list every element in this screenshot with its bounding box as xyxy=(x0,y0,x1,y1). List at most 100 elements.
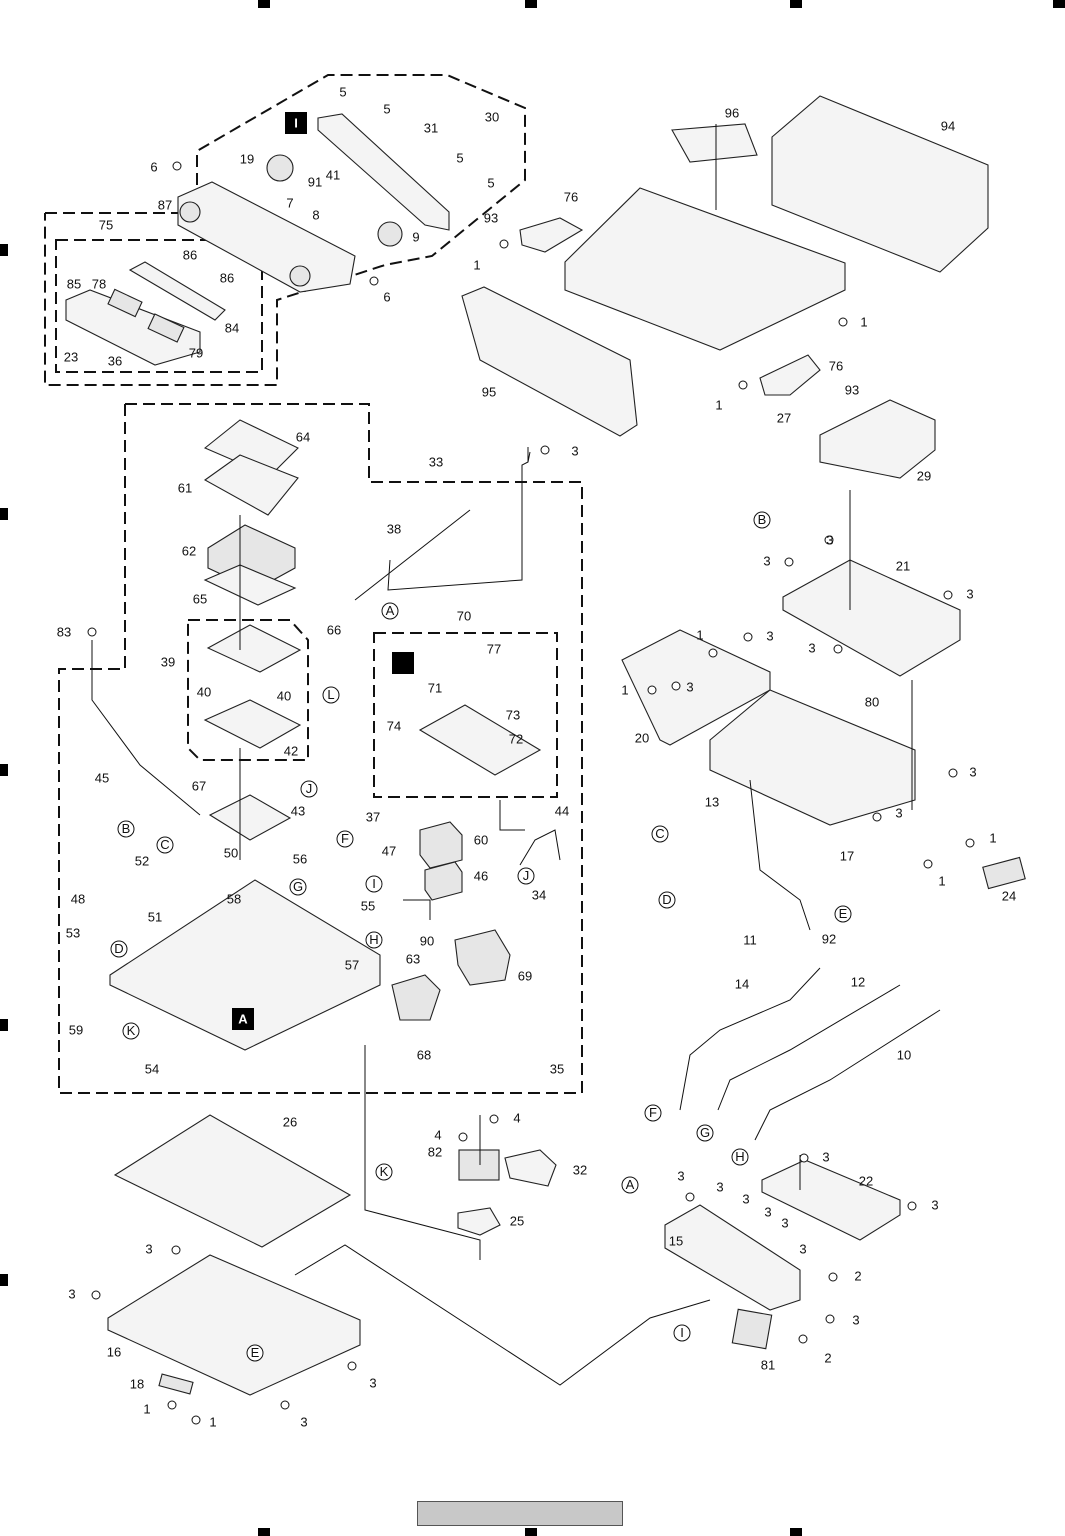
part-callout: 75 xyxy=(99,217,113,232)
part-callout: 3 xyxy=(742,1191,749,1206)
part-callout: 40 xyxy=(277,688,291,703)
connector-label: G xyxy=(700,1125,710,1140)
connector-reference: E xyxy=(834,905,852,923)
part-callout: 3 xyxy=(369,1375,376,1390)
connector-label: A xyxy=(386,603,395,618)
connector-label: H xyxy=(369,932,378,947)
part-callout: 1 xyxy=(473,257,480,272)
part-callout: 32 xyxy=(573,1162,587,1177)
connector-circle-icon xyxy=(651,825,669,843)
connector-reference: E xyxy=(246,1344,264,1362)
part-96-label xyxy=(671,123,758,163)
connector-label: B xyxy=(758,512,767,527)
part-60 xyxy=(419,821,463,869)
part-callout: 17 xyxy=(840,848,854,863)
part-callout: 5 xyxy=(487,175,494,190)
connector-circle-icon xyxy=(673,1324,691,1342)
part-26-sheet xyxy=(113,1114,352,1248)
part-callout: 46 xyxy=(474,868,488,883)
part-callout: 1 xyxy=(938,873,945,888)
part-callout: 37 xyxy=(366,809,380,824)
part-callout: 22 xyxy=(859,1173,873,1188)
part-callout: 3 xyxy=(966,586,973,601)
connector-reference: I xyxy=(365,875,383,893)
part-81-fan xyxy=(731,1308,773,1350)
screw-icon xyxy=(708,648,718,658)
screw-icon xyxy=(743,632,753,642)
part-callout: 3 xyxy=(931,1197,938,1212)
connector-circle-icon xyxy=(110,940,128,958)
page-footer-box xyxy=(417,1501,623,1526)
part-callout: 47 xyxy=(382,843,396,858)
screw-icon xyxy=(671,681,681,691)
part-shapes xyxy=(65,95,1026,1396)
connector-label: J xyxy=(523,868,530,883)
screw-icon xyxy=(167,1400,177,1410)
part-callout: 86 xyxy=(183,247,197,262)
part-callout: 91 xyxy=(308,174,322,189)
part-callout: 61 xyxy=(178,480,192,495)
screw-icon xyxy=(824,535,834,545)
part-callout: 76 xyxy=(829,358,843,373)
registration-mark-icon xyxy=(0,508,8,520)
screw-icon xyxy=(280,1400,290,1410)
part-callout: 3 xyxy=(799,1241,806,1256)
part-callout: 3 xyxy=(822,1149,829,1164)
connector-reference: L xyxy=(322,686,340,704)
part-callout: 81 xyxy=(761,1357,775,1372)
part-callout: 63 xyxy=(406,951,420,966)
part-callout: 51 xyxy=(148,909,162,924)
connector-reference: B xyxy=(117,820,135,838)
connector-circle-icon xyxy=(381,602,399,620)
part-callout: 3 xyxy=(145,1241,152,1256)
connector-circle-icon xyxy=(621,1176,639,1194)
part-callout: 1 xyxy=(860,314,867,329)
connector-reference: H xyxy=(365,931,383,949)
part-callout: 3 xyxy=(895,805,902,820)
part-callout: 3 xyxy=(781,1215,788,1230)
knob-9 xyxy=(377,221,403,247)
connector-circle-icon xyxy=(644,1104,662,1122)
registration-mark-icon xyxy=(0,764,8,776)
connector-circle-icon xyxy=(117,820,135,838)
part-callout: 79 xyxy=(189,345,203,360)
connector-reference: K xyxy=(122,1022,140,1040)
part-67-sheet xyxy=(208,794,292,841)
part-callout: 60 xyxy=(474,832,488,847)
part-94-case xyxy=(771,95,989,273)
part-callout: 84 xyxy=(225,320,239,335)
part-callout: 3 xyxy=(686,679,693,694)
part-callout: 38 xyxy=(387,521,401,536)
part-callout: 1 xyxy=(209,1414,216,1429)
subgroup-75-outline xyxy=(55,239,263,373)
part-callout: 31 xyxy=(424,120,438,135)
connector-reference: C xyxy=(156,836,174,854)
section-marker: A xyxy=(232,1008,254,1030)
screw-icon xyxy=(540,445,550,455)
connector-circle-icon xyxy=(517,867,535,885)
part-76-top xyxy=(519,217,584,253)
part-46 xyxy=(424,861,463,901)
part-24-label xyxy=(982,856,1026,890)
section-marker: I xyxy=(285,112,307,134)
connector-reference: H xyxy=(731,1148,749,1166)
connector-reference: J xyxy=(517,867,535,885)
connector-label: E xyxy=(251,1345,260,1360)
part-callout: 3 xyxy=(808,640,815,655)
part-callout: 82 xyxy=(428,1144,442,1159)
part-callout: 50 xyxy=(224,845,238,860)
part-callout: 18 xyxy=(130,1376,144,1391)
connector-label: L xyxy=(327,687,334,702)
screw-icon xyxy=(825,1314,835,1324)
part-78 xyxy=(107,288,143,318)
part-callout: 59 xyxy=(69,1022,83,1037)
screw-icon xyxy=(91,1290,101,1300)
section-marker-label: A xyxy=(238,1011,248,1026)
section-marker xyxy=(392,652,414,674)
connector-reference: B xyxy=(753,511,771,529)
part-callout: 1 xyxy=(696,627,703,642)
part-callout: 93 xyxy=(845,382,859,397)
part-callout: 45 xyxy=(95,770,109,785)
part-callout: 4 xyxy=(513,1110,520,1125)
connector-reference: A xyxy=(621,1176,639,1194)
